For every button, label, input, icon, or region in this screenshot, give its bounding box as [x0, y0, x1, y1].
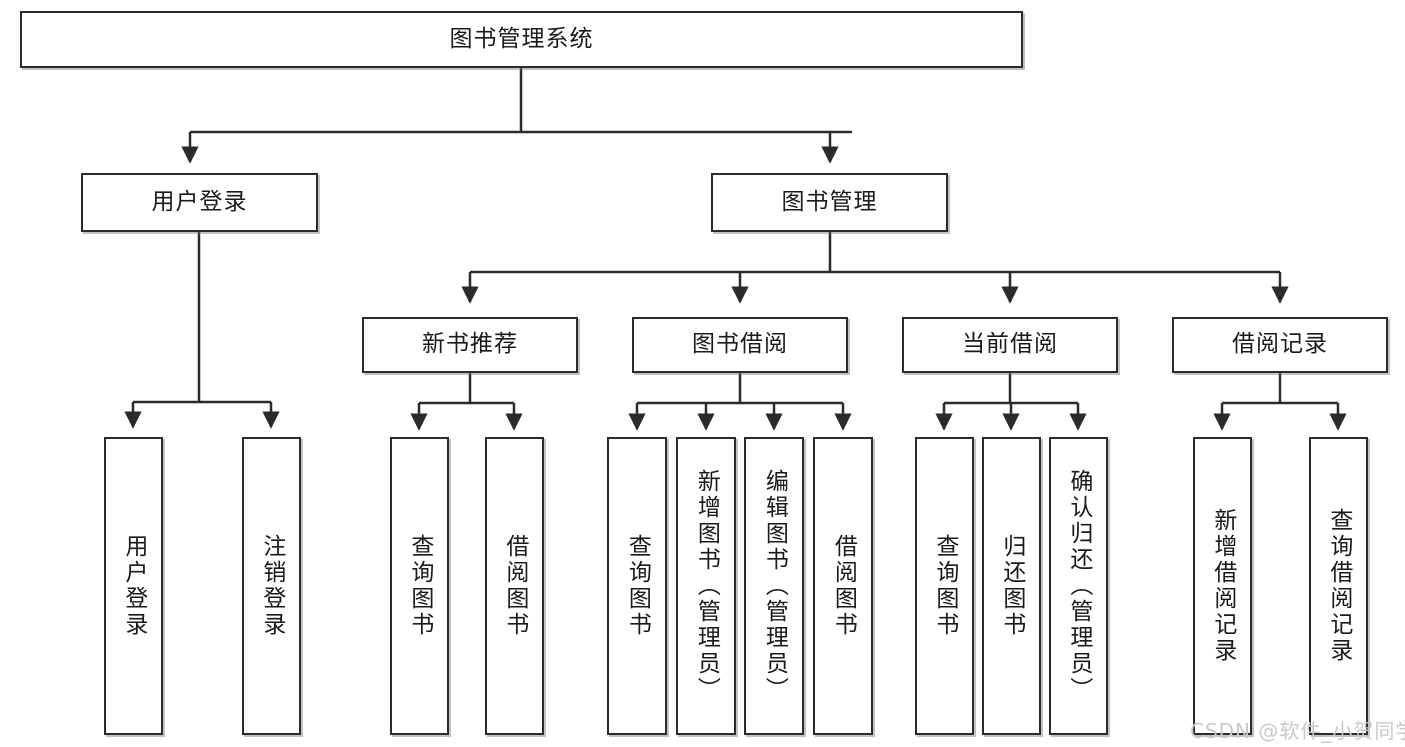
leaf-label: 确认归还（管理员） — [1065, 469, 1092, 703]
leaf-label: 借阅图书 — [830, 534, 857, 638]
watermark-text: CSDN @软件_小贺同学 — [1190, 719, 1405, 743]
leaf-borrow-add-book-admin[interactable]: 新增图书（管理员） — [676, 437, 736, 735]
leaf-label: 查询借阅记录 — [1325, 508, 1352, 664]
node-root[interactable]: 图书管理系统 — [20, 11, 1023, 68]
leaf-current-query-book[interactable]: 查询图书 — [915, 437, 974, 735]
leaf-label: 查询图书 — [624, 534, 651, 638]
node-book-management-label: 图书管理 — [781, 188, 878, 215]
leaf-record-query[interactable]: 查询借阅记录 — [1309, 437, 1368, 735]
node-root-label: 图书管理系统 — [449, 25, 594, 52]
leaf-label: 用户登录 — [120, 534, 147, 638]
node-book-borrow[interactable]: 图书借阅 — [632, 317, 848, 373]
leaf-label: 归还图书 — [998, 534, 1025, 638]
leaf-borrow-query-book[interactable]: 查询图书 — [607, 437, 667, 735]
leaf-label: 新增图书（管理员） — [693, 469, 720, 703]
leaf-borrow-borrow-book[interactable]: 借阅图书 — [813, 437, 873, 735]
node-new-book-recommend-label: 新书推荐 — [422, 331, 518, 358]
leaf-label: 新增借阅记录 — [1209, 508, 1236, 664]
leaf-user-login-signout[interactable]: 注销登录 — [242, 437, 301, 735]
node-current-borrow-label: 当前借阅 — [962, 331, 1058, 358]
leaf-label: 查询图书 — [931, 534, 958, 638]
leaf-label: 借阅图书 — [501, 534, 528, 638]
leaf-label: 查询图书 — [406, 534, 433, 638]
leaf-label: 注销登录 — [258, 534, 285, 638]
csdn-watermark: CSDN @软件_小贺同学 — [1190, 715, 1405, 744]
leaf-new-book-borrow[interactable]: 借阅图书 — [485, 437, 544, 735]
node-borrow-record[interactable]: 借阅记录 — [1172, 317, 1388, 373]
node-user-login-label: 用户登录 — [151, 188, 248, 215]
node-book-borrow-label: 图书借阅 — [692, 331, 788, 358]
leaf-label: 编辑图书（管理员） — [761, 469, 788, 703]
node-current-borrow[interactable]: 当前借阅 — [902, 317, 1118, 373]
leaf-new-book-query[interactable]: 查询图书 — [390, 437, 449, 735]
node-book-management[interactable]: 图书管理 — [711, 173, 948, 232]
leaf-current-confirm-return-admin[interactable]: 确认归还（管理员） — [1049, 437, 1108, 735]
leaf-current-return-book[interactable]: 归还图书 — [982, 437, 1041, 735]
leaf-user-login-signin[interactable]: 用户登录 — [104, 437, 163, 735]
node-user-login[interactable]: 用户登录 — [81, 173, 318, 232]
node-new-book-recommend[interactable]: 新书推荐 — [362, 317, 578, 373]
leaf-record-add[interactable]: 新增借阅记录 — [1193, 437, 1252, 735]
node-borrow-record-label: 借阅记录 — [1232, 331, 1328, 358]
leaf-borrow-edit-book-admin[interactable]: 编辑图书（管理员） — [744, 437, 804, 735]
